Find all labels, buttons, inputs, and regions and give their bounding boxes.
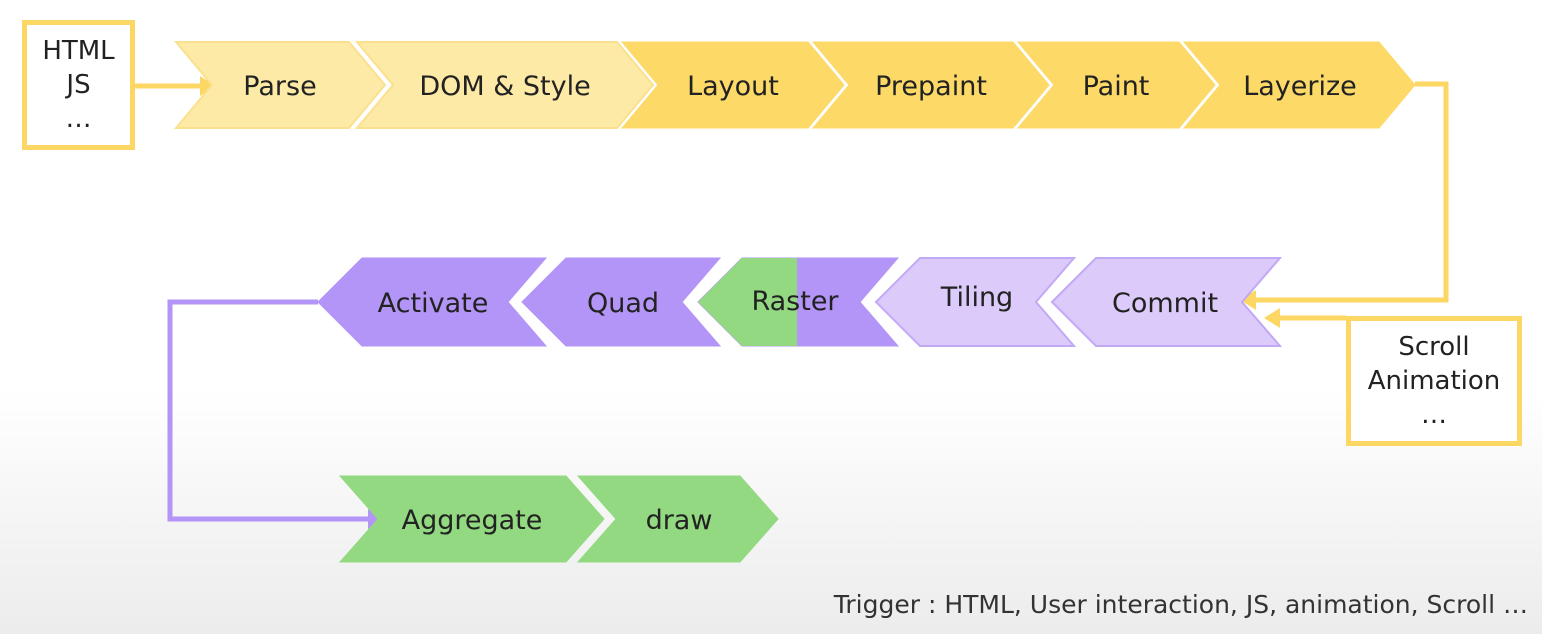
inputs-line-more: …	[65, 104, 92, 134]
step-dom-style: DOM & Style	[354, 41, 655, 129]
step-prepaint: Prepaint	[811, 41, 1050, 129]
step-tiling-label: Tiling	[940, 282, 1013, 313]
trigger-line-scroll: Scroll	[1398, 332, 1470, 362]
step-paint-label: Paint	[1083, 71, 1150, 102]
step-raster-label: Raster	[751, 286, 839, 317]
step-quad: Quad	[521, 257, 722, 347]
step-dom-style-label: DOM & Style	[419, 71, 590, 102]
commit-arrowhead	[1240, 290, 1256, 310]
trigger-box: Scroll Animation …	[1346, 316, 1522, 446]
step-draw-label: draw	[646, 505, 713, 536]
step-layerize-label: Layerize	[1243, 71, 1357, 102]
step-layout-label: Layout	[687, 71, 779, 102]
step-activate: Activate	[317, 257, 548, 347]
step-parse-label: Parse	[243, 71, 316, 102]
step-layout: Layout	[620, 41, 845, 129]
trigger-line-more: …	[1421, 400, 1447, 430]
step-commit-label: Commit	[1112, 288, 1218, 319]
step-aggregate-label: Aggregate	[402, 505, 543, 536]
input-arrowhead	[200, 76, 216, 96]
step-paint: Paint	[1016, 41, 1216, 129]
step-raster: Raster	[697, 257, 900, 347]
inputs-line-js: JS	[66, 70, 91, 100]
step-tiling: Tiling	[874, 257, 1077, 347]
step-commit: Commit	[1050, 257, 1283, 347]
step-aggregate: Aggregate	[338, 475, 605, 563]
inputs-box: HTML JS …	[22, 20, 135, 150]
aggregate-arrowhead	[368, 509, 384, 529]
step-quad-label: Quad	[587, 288, 659, 319]
step-activate-label: Activate	[378, 288, 489, 319]
trigger-arrowhead	[1264, 308, 1280, 328]
step-prepaint-label: Prepaint	[875, 71, 987, 102]
step-draw: draw	[576, 475, 779, 563]
trigger-line-animation: Animation	[1367, 366, 1501, 396]
step-parse: Parse	[173, 41, 387, 129]
activate-to-aggregate-connector	[167, 299, 372, 522]
inputs-line-html: HTML	[42, 36, 115, 66]
layerize-to-commit-connector	[1252, 81, 1449, 303]
step-layerize: Layerize	[1182, 41, 1416, 129]
raster-complete-segment	[698, 258, 797, 346]
trigger-note: Trigger : HTML, User interaction, JS, an…	[833, 590, 1528, 619]
